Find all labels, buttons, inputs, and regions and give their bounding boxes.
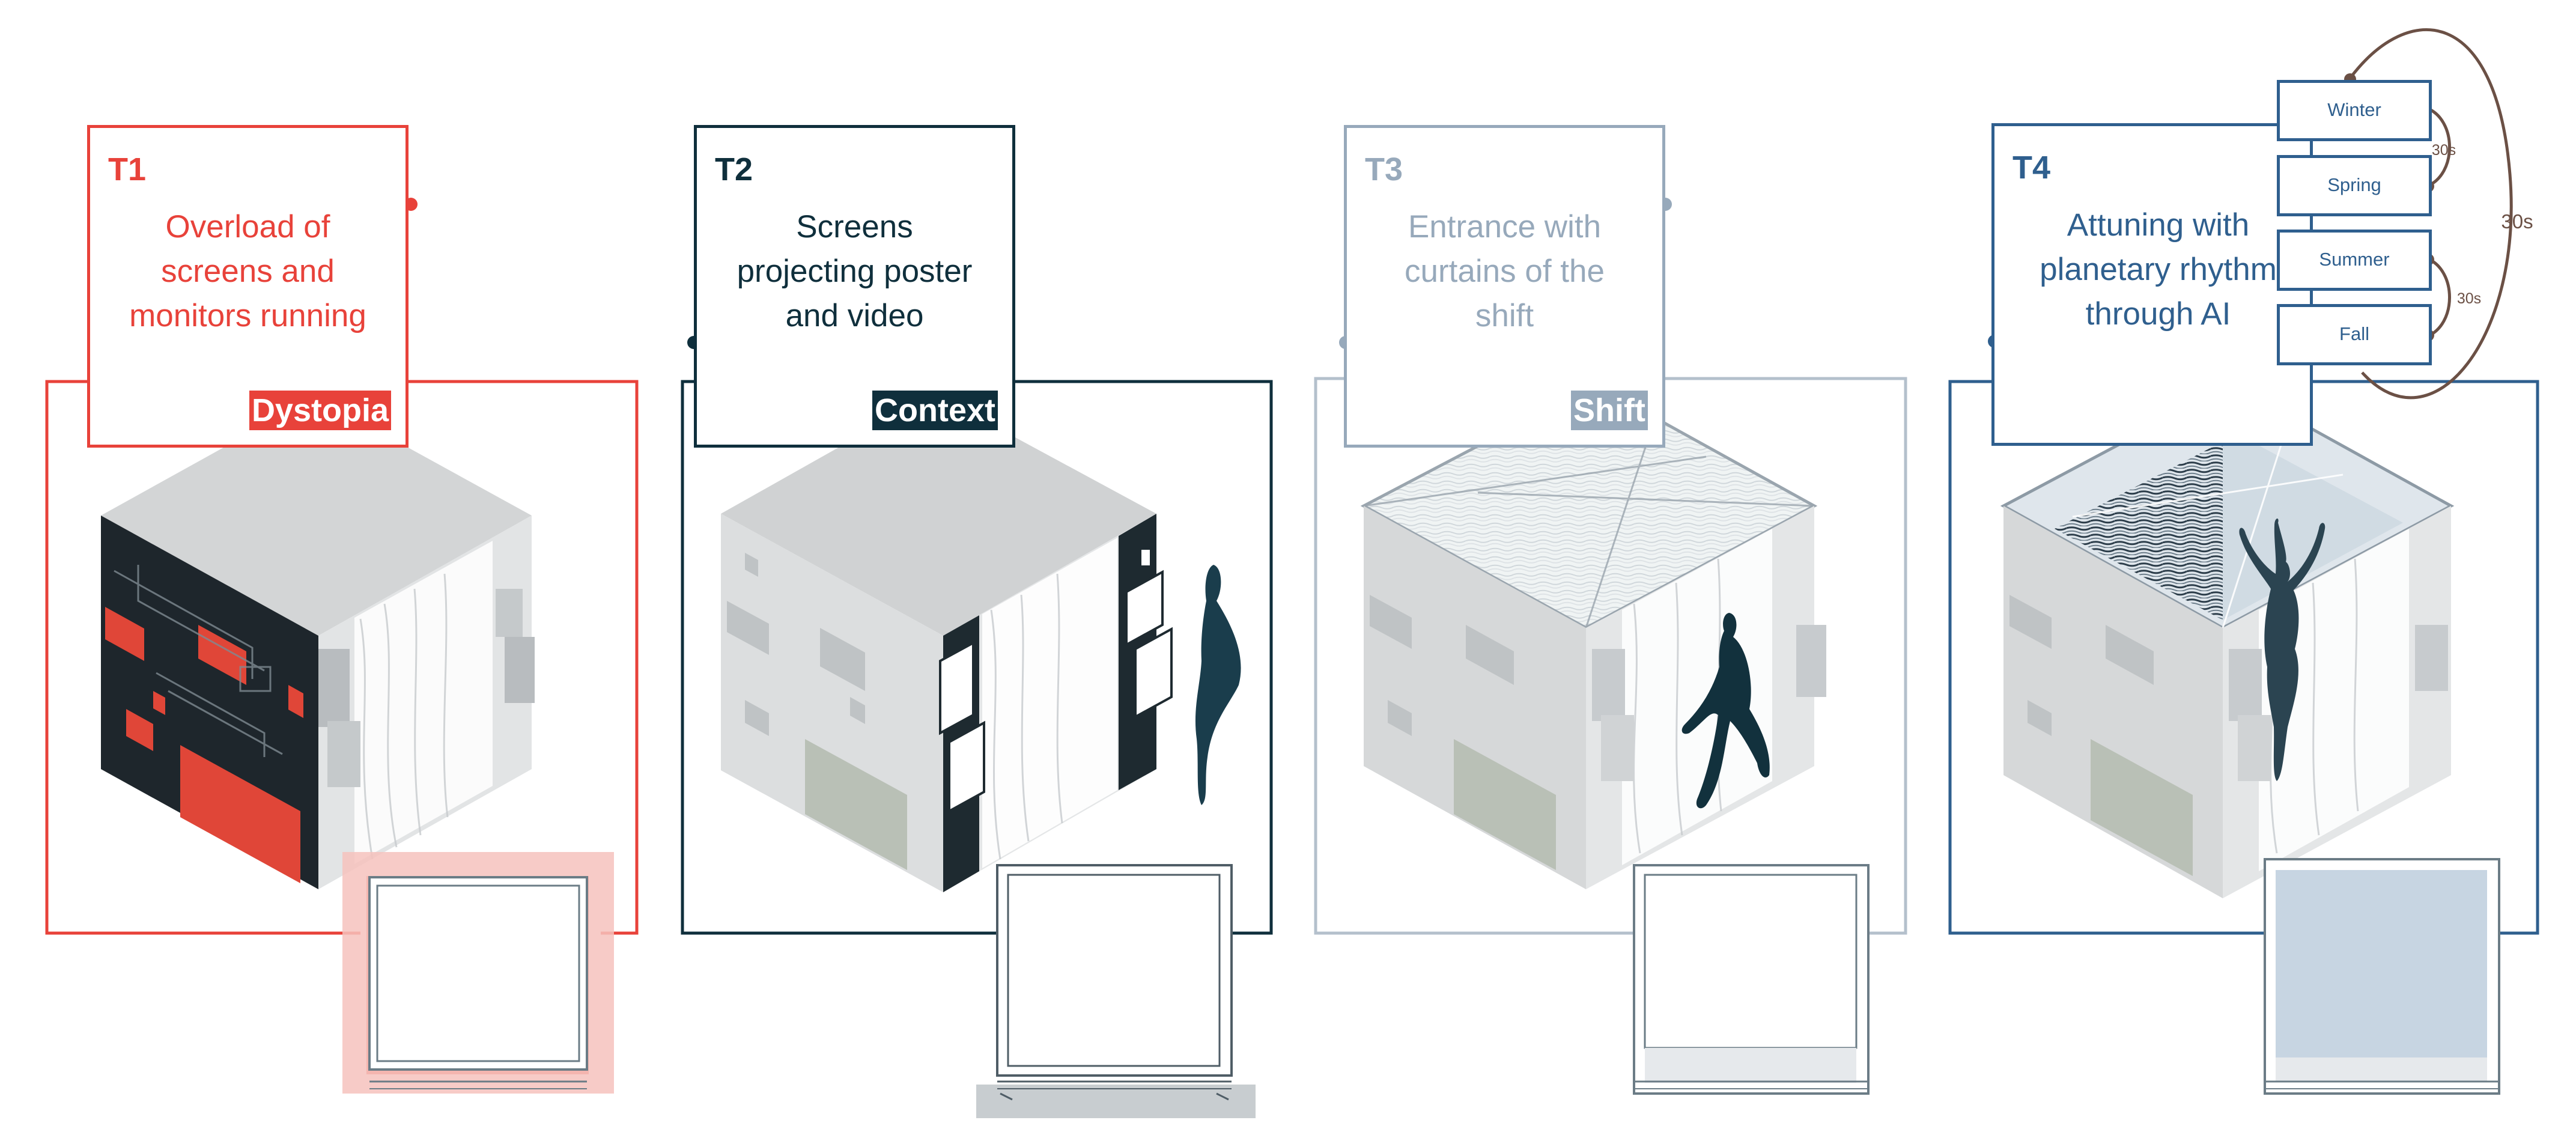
panel-t2: T2 Screens projecting poster and video C… xyxy=(694,125,1015,448)
panel-t1-label: T1 xyxy=(108,151,147,187)
cube-t1 xyxy=(101,397,535,889)
panel-t3-label: T3 xyxy=(1365,151,1403,187)
floorplan-t4 xyxy=(2264,858,2500,1095)
season-winter: Winter xyxy=(2277,80,2432,141)
panel-t4-description: Attuning with planetary rhythm through A… xyxy=(2040,207,2277,332)
interval-label-small-2: 30s xyxy=(2457,290,2481,307)
panel-t1: T1 Overload of screens and monitors runn… xyxy=(87,125,409,448)
cube-t2 xyxy=(721,394,1241,892)
cube-t3 xyxy=(1360,383,1826,889)
season-fall: Fall xyxy=(2277,304,2432,365)
panel-t4-label: T4 xyxy=(2012,150,2051,186)
panel-t1-badge: Dystopia xyxy=(249,391,391,430)
cube-t4 xyxy=(2000,383,2455,898)
panel-t3-description: Entrance with curtains of the shift xyxy=(1405,209,1605,333)
interval-label-large: 30s xyxy=(2501,210,2533,233)
floorplan-t3 xyxy=(1633,864,1870,1095)
season-cycle-arrows xyxy=(2349,28,2513,400)
panel-t2-description: Screens projecting poster and video xyxy=(737,209,973,333)
panel-t2-badge: Context xyxy=(872,391,998,430)
floorplan-t2 xyxy=(976,864,1256,1118)
frame-lines xyxy=(45,377,2539,935)
floorplan-t1 xyxy=(342,852,614,1094)
panel-t3: T3 Entrance with curtains of the shift S… xyxy=(1344,125,1665,448)
panel-t1-description: Overload of screens and monitors running xyxy=(129,209,366,333)
interval-label-small-1: 30s xyxy=(2432,142,2456,159)
panel-t4: T4 Attuning with planetary rhythm throug… xyxy=(1991,123,2313,446)
connector-lines xyxy=(404,198,2001,349)
panel-t2-label: T2 xyxy=(715,151,753,187)
season-spring: Spring xyxy=(2277,155,2432,216)
season-summer: Summer xyxy=(2277,230,2432,291)
panel-t3-badge: Shift xyxy=(1571,391,1648,430)
